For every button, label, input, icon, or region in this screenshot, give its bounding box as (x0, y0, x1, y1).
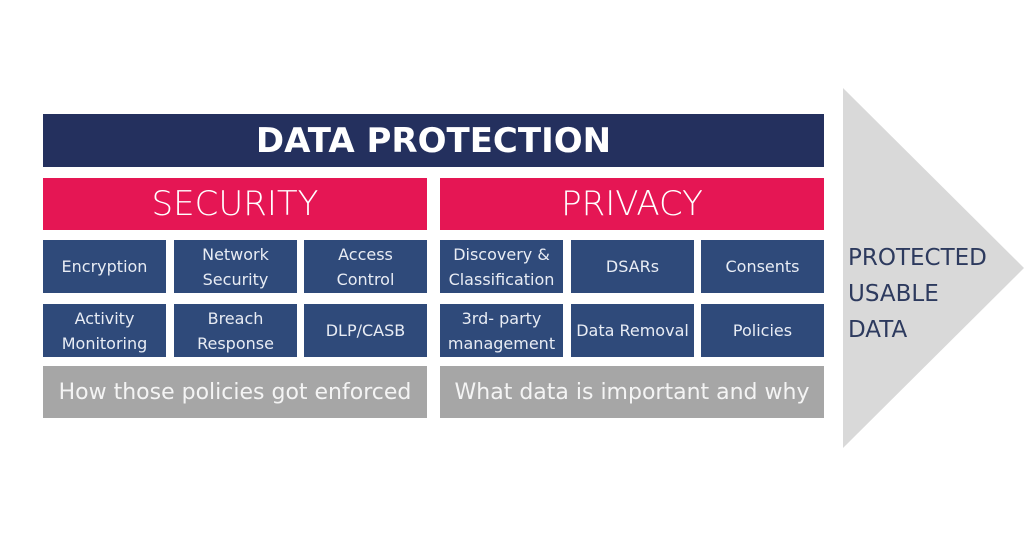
security-note: How those policies got enforced (43, 366, 427, 418)
privacy-item: DSARs (571, 240, 694, 293)
privacy-item: Consents (701, 240, 824, 293)
outcome-line: DATA (848, 317, 908, 343)
security-item: DLP/CASB (304, 304, 427, 357)
outcome-label: PROTECTED USABLE DATA (848, 240, 987, 348)
security-header: SECURITY (43, 178, 427, 230)
security-item: Breach Response (174, 304, 297, 357)
security-item: Network Security (174, 240, 297, 293)
page-title: DATA PROTECTION (43, 114, 824, 167)
security-item: Access Control (304, 240, 427, 293)
privacy-item: Policies (701, 304, 824, 357)
privacy-item: Discovery & Classification (440, 240, 563, 293)
privacy-note: What data is important and why (440, 366, 824, 418)
outcome-line: USABLE (848, 281, 939, 307)
privacy-header: PRIVACY (440, 178, 824, 230)
privacy-item: Data Removal (571, 304, 694, 357)
security-item: Encryption (43, 240, 166, 293)
security-item: Activity Monitoring (43, 304, 166, 357)
privacy-item: 3rd- party management (440, 304, 563, 357)
outcome-line: PROTECTED (848, 245, 987, 271)
